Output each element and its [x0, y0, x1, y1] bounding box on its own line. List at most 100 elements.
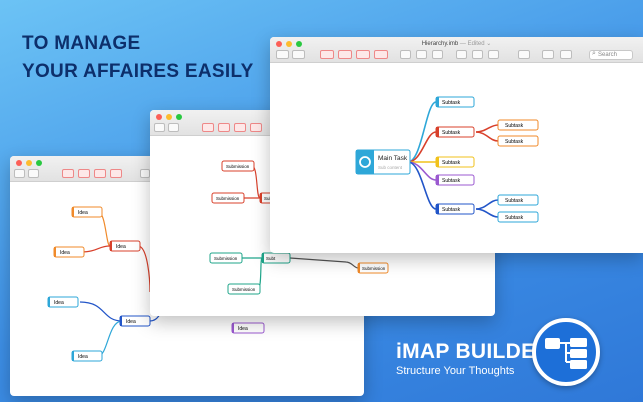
home-button[interactable]	[292, 50, 305, 59]
document-title: Hierarchy.imb	[421, 41, 459, 47]
front-window-toolbar: Hierarchy.imb — Edited ⌄ Search	[270, 37, 643, 63]
front-window: Hierarchy.imb — Edited ⌄ Search	[270, 37, 643, 253]
share-button[interactable]	[560, 50, 572, 59]
close-icon[interactable]	[156, 114, 162, 120]
home-button[interactable]	[28, 169, 39, 178]
grand-subtask-node[interactable]: Subtask	[497, 119, 539, 131]
idea-label: Idea	[60, 250, 70, 256]
toolbar-button-3[interactable]	[234, 123, 246, 132]
print-button[interactable]	[542, 50, 554, 59]
zoom-icon[interactable]	[36, 160, 42, 166]
idea-node[interactable]: Idea	[231, 322, 265, 334]
home-button[interactable]	[168, 123, 179, 132]
grand-subtask-label: Subtask	[505, 215, 524, 221]
grand-subtask-node[interactable]: Subtask	[497, 211, 539, 223]
submission-node[interactable]: Submission	[357, 262, 389, 274]
link-button[interactable]	[488, 50, 499, 59]
subtask-stub[interactable]: Subt	[261, 252, 291, 264]
subtask-label: Subtask	[442, 100, 461, 106]
submission-label: Submission	[362, 266, 386, 271]
middle-mindmap: Submission Submission Subt Submission Su…	[209, 160, 389, 295]
idea-hub-label: Idea	[116, 244, 126, 250]
edited-indicator[interactable]: — Edited ⌄	[459, 41, 492, 47]
headline-line-1: TO MANAGE	[22, 33, 141, 54]
search-input[interactable]: Search	[589, 50, 633, 60]
subtask-stub-label: Subt	[264, 196, 274, 201]
submission-label: Submission	[226, 164, 250, 169]
subtask-node[interactable]: Subtask	[435, 96, 475, 108]
close-icon[interactable]	[16, 160, 22, 166]
idea-hub-node[interactable]: Idea	[119, 315, 151, 327]
idea-hub-label: Idea	[126, 319, 136, 325]
subtask-node[interactable]: Subtask	[435, 203, 475, 215]
subtask-node[interactable]: Subtask	[435, 174, 475, 186]
grand-subtask-node[interactable]: Subtask	[497, 194, 539, 206]
submission-label: Submission	[214, 256, 238, 261]
subtask-label: Subtask	[442, 160, 461, 166]
subtask-label: Subtask	[442, 130, 461, 136]
subtask-stub-label: Subt	[266, 256, 276, 261]
toolbar-button-5[interactable]	[400, 50, 411, 59]
grand-subtask-node[interactable]: Subtask	[497, 135, 539, 147]
subtask-label: Subtask	[442, 207, 461, 213]
idea-hub-node[interactable]: Idea	[109, 240, 141, 252]
main-task-icon	[359, 156, 371, 168]
toolbar-button-1[interactable]	[320, 50, 334, 59]
main-task-node[interactable]: Main Task Sub content	[355, 149, 411, 175]
toolbar-button-2[interactable]	[78, 169, 90, 178]
idea-label: Idea	[78, 210, 88, 216]
back-mindmap: Idea Idea Idea Idea Idea Idea	[47, 206, 265, 362]
font-button[interactable]	[456, 50, 467, 59]
toolbar-button-3[interactable]	[356, 50, 370, 59]
subtask-label: Subtask	[442, 178, 461, 184]
idea-node[interactable]: Idea	[53, 246, 85, 258]
app-logo-icon	[532, 318, 600, 386]
submission-node[interactable]: Submission	[227, 283, 261, 295]
image-button[interactable]	[518, 50, 530, 59]
submission-node[interactable]: Submission	[211, 192, 245, 204]
add-button[interactable]	[154, 123, 165, 132]
brand-tagline: Structure Your Thoughts	[396, 365, 515, 377]
minimize-icon[interactable]	[286, 41, 292, 47]
toolbar-button-1[interactable]	[202, 123, 214, 132]
close-icon[interactable]	[276, 41, 282, 47]
toolbar-button-5[interactable]	[140, 169, 150, 178]
submission-node[interactable]: Submission	[209, 252, 243, 264]
idea-label: Idea	[238, 326, 248, 332]
subtask-node[interactable]: Subtask	[435, 156, 475, 168]
add-button[interactable]	[14, 169, 25, 178]
add-button[interactable]	[276, 50, 289, 59]
grand-subtask-label: Subtask	[505, 123, 524, 129]
subtask-node[interactable]: Subtask	[435, 126, 475, 138]
toolbar-button-2[interactable]	[218, 123, 230, 132]
idea-node[interactable]: Idea	[71, 206, 103, 218]
toolbar-button-1[interactable]	[62, 169, 74, 178]
toolbar-button-6[interactable]	[416, 50, 427, 59]
grand-subtask-label: Subtask	[505, 139, 524, 145]
zoom-icon[interactable]	[176, 114, 182, 120]
toolbar-button-4[interactable]	[110, 169, 122, 178]
headline: TO MANAGE YOUR AFFAIRES EASILY	[22, 30, 254, 86]
main-task-subtitle: Sub content	[378, 165, 403, 170]
minimize-icon[interactable]	[166, 114, 172, 120]
idea-label: Idea	[78, 354, 88, 360]
toolbar-button-4[interactable]	[374, 50, 388, 59]
toolbar-button-3[interactable]	[94, 169, 106, 178]
brand-name: iMAP BUILDER	[396, 340, 551, 363]
submission-node[interactable]: Submission	[221, 160, 255, 172]
minimize-icon[interactable]	[26, 160, 32, 166]
style-button[interactable]	[472, 50, 483, 59]
zoom-icon[interactable]	[296, 41, 302, 47]
main-task-label: Main Task	[378, 155, 408, 162]
brand: iMAP BUILDER Structure Your Thoughts	[396, 340, 551, 377]
app-logo-graphic	[545, 338, 587, 369]
grand-subtask-label: Subtask	[505, 198, 524, 204]
toolbar-button-4[interactable]	[250, 123, 262, 132]
headline-line-2: YOUR AFFAIRES EASILY	[22, 61, 254, 82]
idea-node[interactable]: Idea	[47, 296, 79, 308]
toolbar-button-2[interactable]	[338, 50, 352, 59]
idea-node[interactable]: Idea	[71, 350, 103, 362]
submission-label: Submission	[216, 196, 240, 201]
toolbar-button-7[interactable]	[432, 50, 443, 59]
submission-label: Submission	[232, 287, 256, 292]
